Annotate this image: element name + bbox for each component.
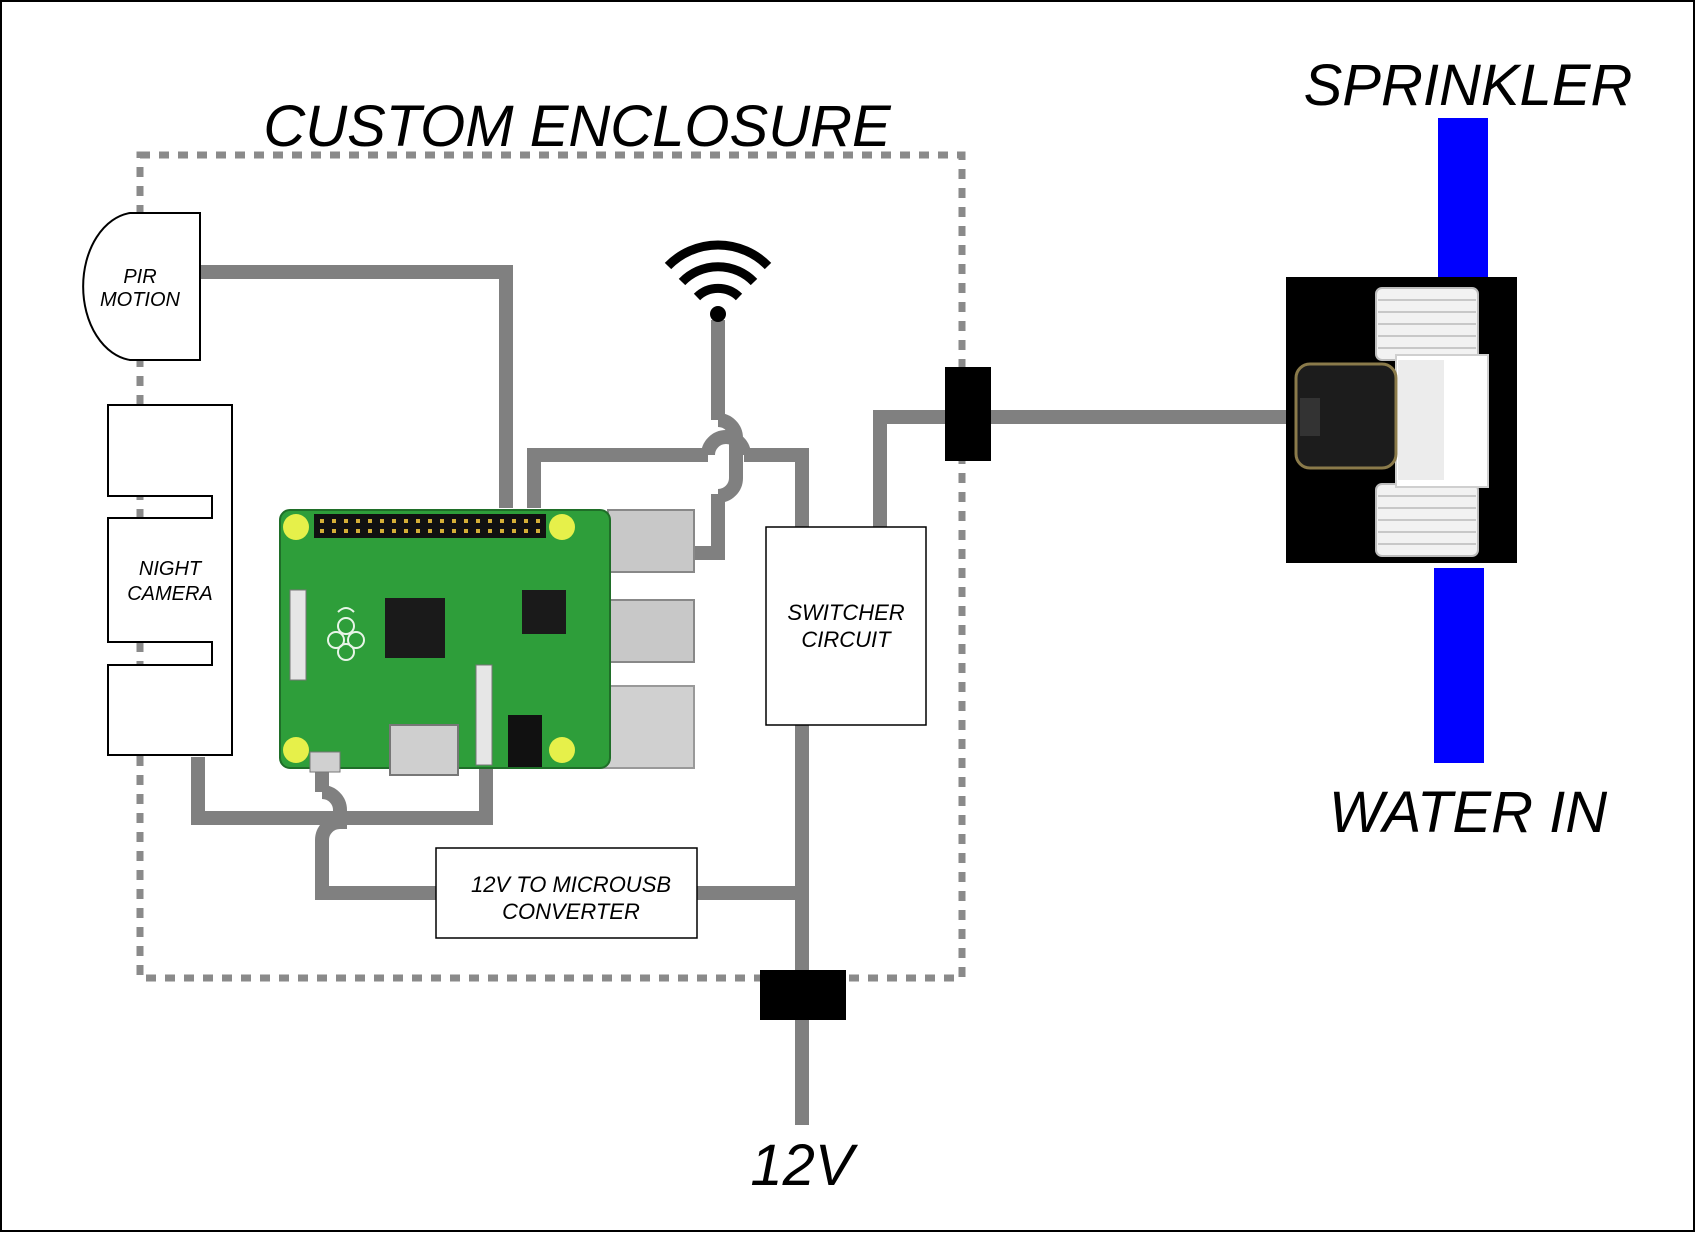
camera-label-line1: NIGHT — [139, 558, 203, 580]
enclosure-title: CUSTOM ENCLOSURE — [263, 94, 892, 159]
mount-hole — [283, 737, 309, 763]
switcher-circuit: SWITCHER CIRCUIT — [765, 526, 927, 726]
pir-sensor: PIR MOTION — [82, 212, 201, 361]
power-connector — [760, 970, 846, 1020]
wires — [191, 265, 1290, 1125]
mount-hole — [549, 737, 575, 763]
wifi-icon — [664, 240, 772, 322]
mount-hole — [283, 514, 309, 540]
power-label: 12V — [750, 1133, 859, 1198]
wire-switcher-valve — [873, 410, 1290, 527]
mount-hole — [549, 514, 575, 540]
soc-chip — [385, 598, 445, 658]
water-in-pipe — [1434, 568, 1484, 763]
switcher-label-line1: SWITCHER — [787, 600, 904, 625]
valve-connector — [945, 367, 991, 461]
hdmi-port — [389, 724, 459, 776]
water-in-label: WATER IN — [1329, 780, 1607, 845]
wire-converter-left — [315, 840, 436, 900]
wire-pir-gpio — [200, 265, 513, 508]
microusb-converter: 12V TO MICROUSB CONVERTER — [435, 847, 698, 939]
converter-label-line1: 12V TO MICROUSB — [471, 872, 671, 897]
camera-label-line2: CAMERA — [127, 583, 213, 605]
raspberry-logo — [327, 607, 365, 661]
wire-gpio-switcher-a — [527, 448, 708, 508]
lan-chip — [522, 590, 566, 634]
solenoid-valve — [1286, 277, 1517, 563]
sprinkler-pipe — [1438, 118, 1488, 278]
audio-jack — [508, 715, 542, 767]
usb-port-2 — [607, 599, 695, 663]
wire-wifi-usb — [690, 494, 725, 560]
pir-label-line2: MOTION — [100, 289, 181, 311]
wire-wifi-hop — [717, 413, 743, 503]
microusb-port — [309, 751, 341, 773]
pir-label-line1: PIR — [123, 266, 156, 288]
csi-connector — [475, 664, 493, 766]
switcher-label-line2: CIRCUIT — [801, 627, 892, 652]
night-camera: NIGHT CAMERA — [107, 404, 233, 756]
usb-port-1 — [607, 509, 695, 573]
display-connector — [289, 589, 307, 681]
sprinkler-label: SPRINKLER — [1304, 53, 1633, 118]
gpio-header — [314, 514, 546, 538]
converter-label-line2: CONVERTER — [502, 899, 640, 924]
raspberry-pi-board — [279, 509, 695, 776]
wire-gpio-switcher-b — [744, 448, 809, 527]
